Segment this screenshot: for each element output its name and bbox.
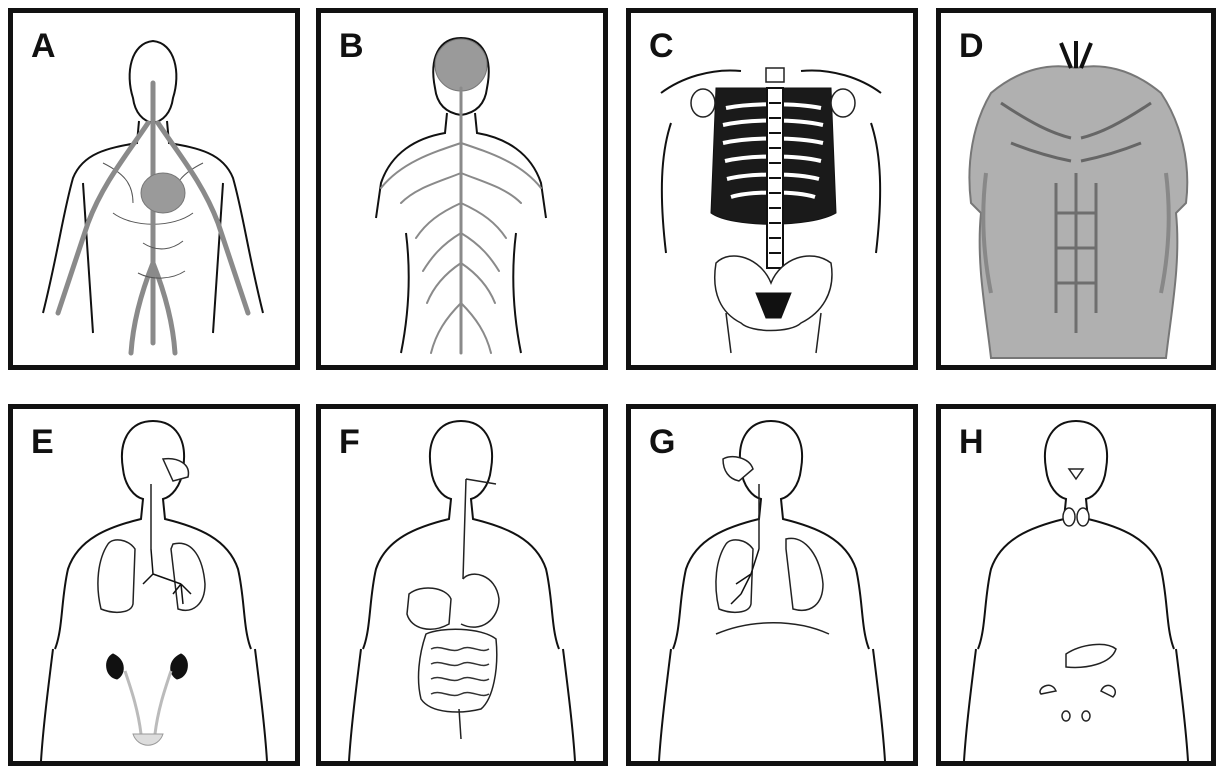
- panel-g-respiratory-system: G: [626, 404, 918, 766]
- panel-a-circulatory-system: A: [8, 8, 300, 370]
- panel-h-endocrine-system: H: [936, 404, 1216, 766]
- panel-f-digestive-system: F: [316, 404, 608, 766]
- panel-e-respiratory-urinary: E: [8, 404, 300, 766]
- panel-label: E: [31, 423, 54, 462]
- panel-d-muscular-system: D: [936, 8, 1216, 370]
- panel-label: H: [959, 423, 984, 462]
- panel-label: F: [339, 423, 360, 462]
- panel-b-nervous-system: B: [316, 8, 608, 370]
- digestive-system-illustration: [321, 409, 603, 761]
- panel-label: B: [339, 27, 364, 66]
- panel-label: C: [649, 27, 674, 66]
- respiratory-urinary-illustration: [13, 409, 295, 761]
- panel-label: A: [31, 27, 56, 66]
- panel-c-skeletal-system: C: [626, 8, 918, 370]
- panel-label: D: [959, 27, 984, 66]
- panel-label: G: [649, 423, 675, 462]
